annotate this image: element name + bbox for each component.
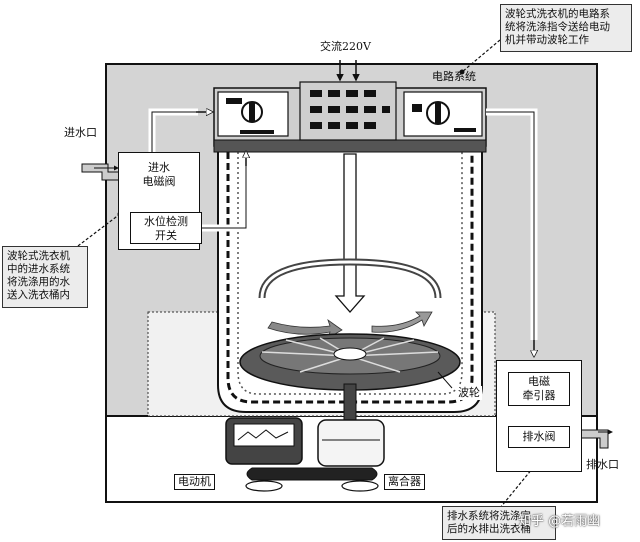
drain-valve-box: 排水阀 [508, 426, 570, 448]
ac-power-label: 交流220V [320, 40, 371, 53]
traction-magnet-label: 电磁 牵引器 [508, 372, 570, 406]
inlet-label: 进水口 [64, 126, 97, 139]
motor-face [233, 423, 295, 447]
panel-strip [213, 139, 487, 153]
circuit-note-dot [459, 69, 465, 75]
left-knob-pointer [249, 102, 255, 122]
inlet-note: 波轮式洗衣机 中的进水系统 将洗涤用的水 送入洗衣桶内 [2, 246, 88, 308]
circuit-note-leader [461, 39, 501, 73]
drain-note: 排水系统将洗涤完 后的水排出洗衣桶 [442, 506, 556, 540]
water-flow-path-outline [151, 111, 198, 152]
pulsator-hub [333, 347, 367, 361]
right-module-indicator [412, 104, 422, 112]
circuit-system-label: 电路系统 [432, 70, 476, 83]
motor-detail [237, 429, 289, 441]
drain-outlet-label: 排水口 [586, 458, 619, 471]
pulsator-label: 波轮 [456, 386, 482, 400]
watermark: 知乎 @若雨幽 [518, 514, 601, 529]
level-switch-box: 水位检测 开关 [130, 212, 202, 244]
drain-signal-outline [486, 111, 535, 340]
rotation-arrow-right [371, 311, 433, 333]
inlet-note-leader [69, 213, 121, 253]
right-module-bar [454, 128, 476, 132]
left-module-bar [240, 130, 274, 134]
command-arrow [334, 153, 366, 313]
clutch-rotation [341, 480, 379, 492]
clutch-body [317, 419, 385, 467]
right-knob-pointer [435, 102, 441, 124]
pulsator-leader [437, 371, 453, 389]
clutch-label: 离合器 [384, 474, 425, 490]
level-link-outline [200, 160, 247, 229]
motor-rotation [245, 480, 283, 492]
button-grid [310, 90, 390, 129]
circuit-note: 波轮式洗衣机的电路系 统将洗涤指令送给电动 机并带动波轮工作 [500, 4, 632, 52]
left-module-display [226, 98, 242, 104]
rotation-arc-inner [260, 260, 440, 299]
drive-belt [246, 467, 378, 481]
motor-label: 电动机 [174, 474, 215, 490]
